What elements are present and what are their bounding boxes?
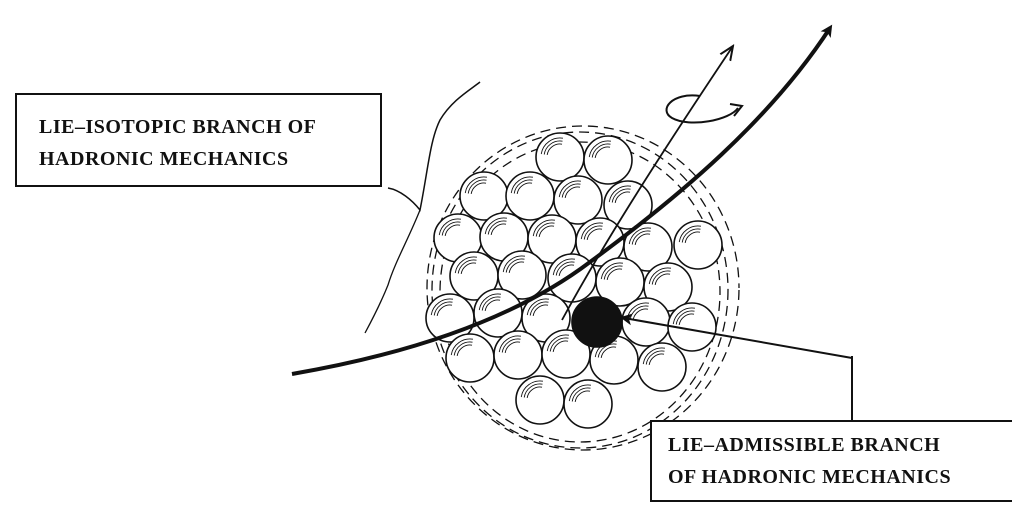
nucleon-sphere [506, 172, 554, 220]
nucleon-cluster [426, 133, 722, 428]
admissible-branch-label-box: LIE–ADMISSIBLE BRANCH OF HADRONIC MECHAN… [650, 420, 1012, 502]
nucleon-sphere [638, 343, 686, 391]
core-nucleon [572, 297, 622, 347]
rotation-arrow-icon [667, 95, 742, 122]
nucleon-sphere [494, 331, 542, 379]
nucleon-sphere [584, 136, 632, 184]
nucleon-sphere [564, 380, 612, 428]
nucleon-sphere [474, 289, 522, 337]
nucleon-sphere [446, 334, 494, 382]
admissible-label-line-2: OF HADRONIC MECHANICS [668, 461, 1012, 493]
isotopic-label-line-1: LIE–ISOTOPIC BRANCH OF [39, 111, 380, 143]
nucleon-sphere [536, 133, 584, 181]
nucleon-sphere [516, 376, 564, 424]
nucleon-sphere [674, 221, 722, 269]
admissible-label-line-1: LIE–ADMISSIBLE BRANCH [668, 429, 1012, 461]
isotopic-bracket-line [365, 210, 420, 333]
isotopic-label-line-2: HADRONIC MECHANICS [39, 143, 380, 175]
isotopic-branch-label-box: LIE–ISOTOPIC BRANCH OF HADRONIC MECHANIC… [15, 93, 382, 187]
